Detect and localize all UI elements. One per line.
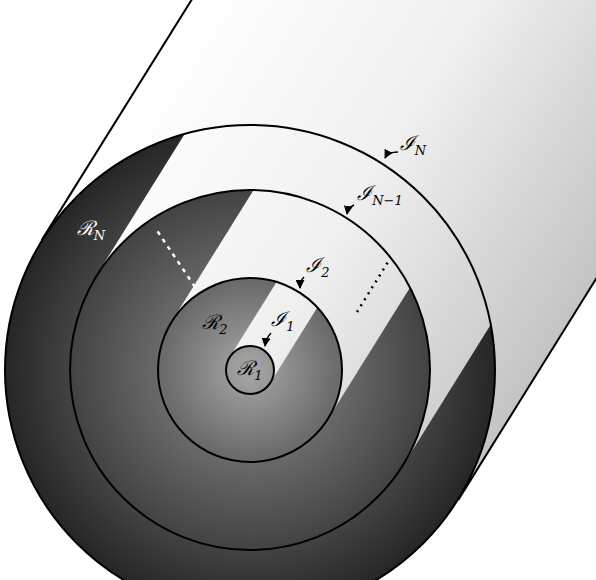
ellipsis-dashes xyxy=(156,229,195,287)
cutaway-surface xyxy=(230,0,596,383)
ellipsis-dots xyxy=(357,262,388,312)
region-label: ℛN xyxy=(77,218,105,242)
layer-face xyxy=(158,278,342,462)
region-label: ℛ2 xyxy=(202,312,227,336)
pointer-arrow xyxy=(265,333,271,346)
layer-outline xyxy=(158,278,342,462)
current-label: ℐ2 xyxy=(306,255,329,279)
core-face xyxy=(226,346,274,394)
outer-face xyxy=(5,125,495,580)
region-label: ℛ1 xyxy=(237,358,262,382)
pointer-arrow xyxy=(347,205,354,214)
pointer-arrow xyxy=(300,277,304,288)
current-label: ℐN xyxy=(400,133,426,157)
current-label: ℐN−1 xyxy=(357,183,403,207)
layer-outline xyxy=(5,125,495,580)
layer-outline xyxy=(226,346,274,394)
pointer-arrow xyxy=(385,152,398,158)
current-label: ℐ1 xyxy=(271,309,294,333)
layer-outline xyxy=(70,190,430,550)
cutaway-surface xyxy=(172,0,596,419)
